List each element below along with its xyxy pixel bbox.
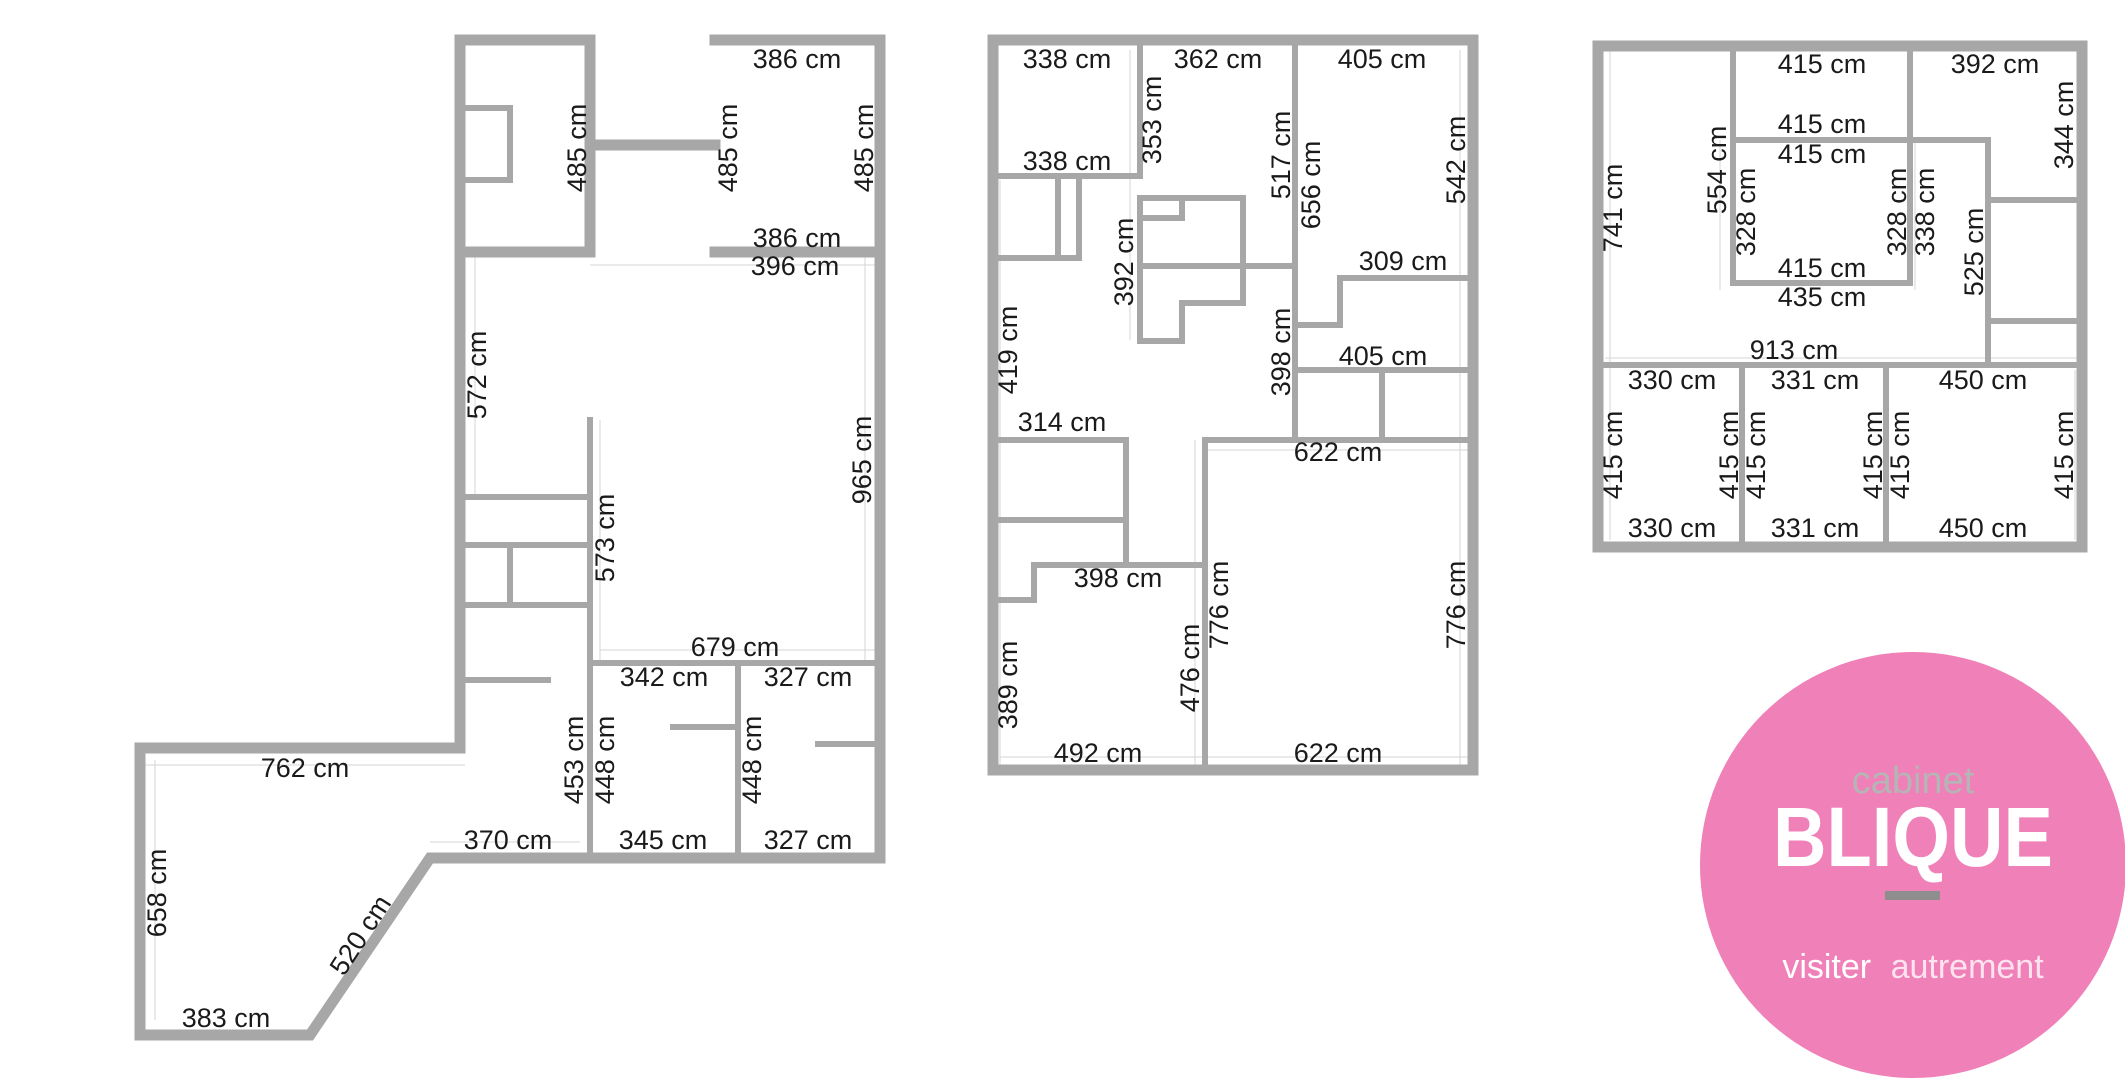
dim-label: 386 cm bbox=[753, 223, 842, 253]
dim-label: 448 cm bbox=[590, 716, 620, 805]
dim-label: 415 cm bbox=[1741, 411, 1771, 500]
dim-label: 309 cm bbox=[1359, 246, 1448, 276]
dim-label: 392 cm bbox=[1109, 218, 1139, 307]
dim-label: 362 cm bbox=[1174, 44, 1263, 74]
logo-tagline: visiter autrement bbox=[1782, 948, 2044, 986]
dim-label: 525 cm bbox=[1959, 208, 1989, 297]
dim-label: 476 cm bbox=[1175, 624, 1205, 713]
dim-label: 485 cm bbox=[849, 104, 879, 193]
dim-label: 328 cm bbox=[1731, 168, 1761, 257]
dim-label: 405 cm bbox=[1338, 44, 1427, 74]
dim-label: 328 cm bbox=[1882, 168, 1912, 257]
logo-circle bbox=[1700, 652, 2125, 1078]
dim-label: 762 cm bbox=[261, 753, 350, 783]
dim-label: 330 cm bbox=[1628, 365, 1717, 395]
dim-label: 338 cm bbox=[1023, 44, 1112, 74]
dim-label: 405 cm bbox=[1339, 341, 1428, 371]
plan-3-guides bbox=[1605, 50, 2085, 540]
logo-underline-bar bbox=[1885, 891, 1940, 900]
floor-plan-2: 338 cm 362 cm 405 cm 353 cm 338 cm 517 c… bbox=[987, 34, 1479, 776]
logo-cabinet-text: cabinet bbox=[1852, 760, 1975, 802]
dim-label: 330 cm bbox=[1628, 513, 1717, 543]
dim-label: 572 cm bbox=[462, 331, 492, 420]
plan-3-dimension-labels: 415 cm 392 cm 415 cm 415 cm 554 cm 344 c… bbox=[1598, 49, 2079, 543]
dim-label: 383 cm bbox=[182, 1003, 271, 1033]
dim-label: 331 cm bbox=[1771, 365, 1860, 395]
dim-label: 396 cm bbox=[751, 251, 840, 281]
dim-label: 415 cm bbox=[2049, 411, 2079, 500]
dim-label: 342 cm bbox=[620, 662, 709, 692]
dim-label: 485 cm bbox=[562, 104, 592, 193]
dim-label: 415 cm bbox=[1778, 253, 1867, 283]
dim-label: 448 cm bbox=[737, 716, 767, 805]
dim-label: 419 cm bbox=[993, 306, 1023, 395]
dim-label: 415 cm bbox=[1598, 411, 1628, 500]
plan-3-walls bbox=[1592, 40, 2088, 553]
floor-plan-3: 415 cm 392 cm 415 cm 415 cm 554 cm 344 c… bbox=[1592, 40, 2088, 553]
dim-label: 327 cm bbox=[764, 825, 853, 855]
dim-label: 415 cm bbox=[1858, 411, 1888, 500]
dim-label: 776 cm bbox=[1441, 561, 1471, 650]
dim-label: 353 cm bbox=[1137, 76, 1167, 165]
plan-2-guides bbox=[999, 50, 1470, 770]
dim-label: 392 cm bbox=[1951, 49, 2040, 79]
dim-label: 345 cm bbox=[619, 825, 708, 855]
dim-label: 415 cm bbox=[1778, 49, 1867, 79]
dim-label: 573 cm bbox=[590, 494, 620, 583]
logo-tagline-light: autrement bbox=[1891, 948, 2045, 986]
dim-label: 679 cm bbox=[691, 632, 780, 662]
plan-2-walls bbox=[987, 34, 1479, 776]
dim-label: 656 cm bbox=[1296, 141, 1326, 230]
dim-label: 314 cm bbox=[1018, 407, 1107, 437]
dim-label: 622 cm bbox=[1294, 437, 1383, 467]
dim-label: 485 cm bbox=[713, 104, 743, 193]
dim-label: 741 cm bbox=[1598, 164, 1628, 253]
dim-label: 622 cm bbox=[1294, 738, 1383, 768]
dim-label: 398 cm bbox=[1074, 563, 1163, 593]
dim-label: 370 cm bbox=[464, 825, 553, 855]
cabinet-blique-logo: cabinet BLIQUE visiter autrement bbox=[1700, 652, 2125, 1078]
dim-label: 453 cm bbox=[559, 716, 589, 805]
plan-2-dimension-labels: 338 cm 362 cm 405 cm 353 cm 338 cm 517 c… bbox=[993, 44, 1471, 768]
logo-brand-text: BLIQUE bbox=[1773, 790, 2053, 884]
floor-plan-1: 386 cm 485 cm 485 cm 485 cm 386 cm 396 c… bbox=[134, 34, 886, 1041]
dim-label: 338 cm bbox=[1023, 146, 1112, 176]
dim-label: 450 cm bbox=[1939, 365, 2028, 395]
dim-label: 492 cm bbox=[1054, 738, 1143, 768]
logo-tagline-bold: visiter bbox=[1782, 948, 1871, 986]
dim-label: 386 cm bbox=[753, 44, 842, 74]
dim-label: 517 cm bbox=[1266, 111, 1296, 200]
dim-label: 913 cm bbox=[1750, 335, 1839, 365]
dim-label: 415 cm bbox=[1714, 411, 1744, 500]
dim-label: 415 cm bbox=[1885, 411, 1915, 500]
plan-1-walls bbox=[134, 34, 886, 1041]
dim-label: 450 cm bbox=[1939, 513, 2028, 543]
dim-label: 389 cm bbox=[993, 641, 1023, 730]
dim-label: 327 cm bbox=[764, 662, 853, 692]
dim-label: 338 cm bbox=[1910, 168, 1940, 257]
dim-label: 776 cm bbox=[1204, 561, 1234, 650]
dim-label: 415 cm bbox=[1778, 109, 1867, 139]
dim-label: 398 cm bbox=[1266, 308, 1296, 397]
dim-label: 331 cm bbox=[1771, 513, 1860, 543]
plan-1-dimension-labels: 386 cm 485 cm 485 cm 485 cm 386 cm 396 c… bbox=[142, 44, 879, 1033]
dim-label: 542 cm bbox=[1441, 116, 1471, 205]
dim-label: 965 cm bbox=[847, 416, 877, 505]
dim-label: 344 cm bbox=[2049, 81, 2079, 170]
dim-label: 435 cm bbox=[1778, 282, 1867, 312]
dim-label: 658 cm bbox=[142, 849, 172, 938]
dim-label: 415 cm bbox=[1778, 139, 1867, 169]
dim-label: 554 cm bbox=[1702, 126, 1732, 215]
plan-1-guides bbox=[145, 250, 880, 1020]
